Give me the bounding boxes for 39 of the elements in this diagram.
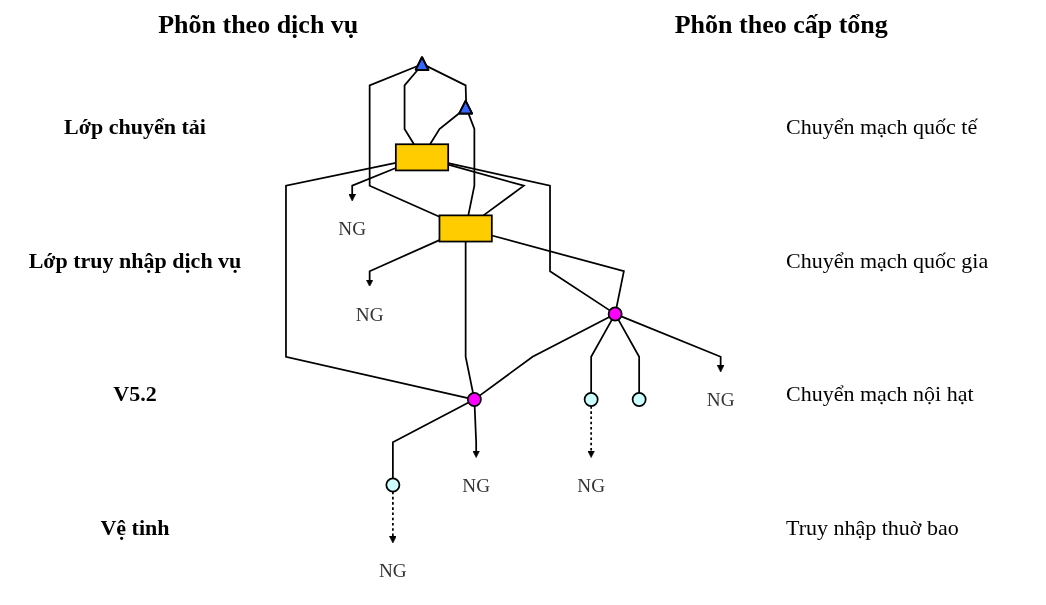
layer-label: Vệ tinh <box>99 515 171 542</box>
connector <box>467 113 475 217</box>
layer-label: Chuyển mạch nội hạt <box>786 381 975 408</box>
interface-label: V5.2 <box>112 381 158 408</box>
arrow <box>587 405 595 458</box>
node-circle <box>466 392 482 407</box>
layer-label: Chuyển mạch quốc tế <box>786 113 979 140</box>
connector <box>391 401 470 480</box>
node-circle <box>385 477 400 493</box>
connector <box>464 240 474 394</box>
connector <box>428 111 461 146</box>
arrow <box>365 239 440 287</box>
node-box <box>438 214 493 243</box>
layer-label: Truy nhập thuờ bao <box>786 515 960 542</box>
connector <box>425 65 467 102</box>
layer-label: Lớp truy nhập dịch vụ <box>27 247 243 274</box>
node-circle <box>607 306 623 322</box>
arrow <box>472 405 480 458</box>
node-circle <box>631 392 647 407</box>
node-box <box>394 143 449 172</box>
node-text: NG <box>337 217 366 240</box>
connector <box>589 318 613 394</box>
connector <box>478 316 610 397</box>
arrow <box>620 315 725 373</box>
heading-label: Phõn theo dịch vụ <box>158 10 359 40</box>
node-text: NG <box>706 388 735 411</box>
node-text: NG <box>461 474 490 496</box>
node-circle <box>583 392 599 407</box>
layer-label: Lớp chuyển tải <box>63 113 207 140</box>
layer-label: Chuyển mạch quốc gia <box>786 247 990 274</box>
arrow <box>388 490 397 544</box>
node-text: NG <box>355 303 384 325</box>
connector <box>617 318 640 394</box>
connector <box>284 161 469 399</box>
heading-label: Phõn theo cấp tổng <box>674 10 888 40</box>
connector <box>403 69 418 146</box>
connector <box>368 64 440 218</box>
node-text: NG <box>378 559 407 582</box>
node-text: NG <box>576 474 605 496</box>
